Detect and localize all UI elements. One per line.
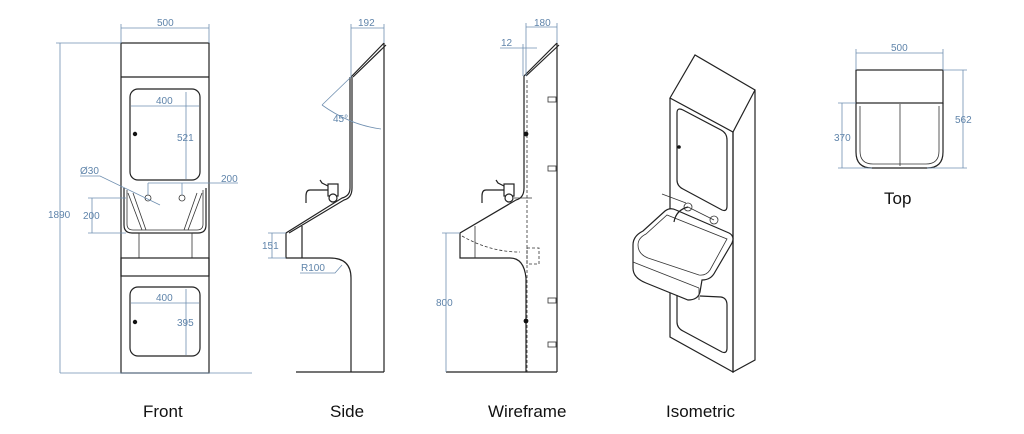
side-radius-leader xyxy=(300,264,343,274)
front-lower-door xyxy=(129,286,201,357)
side-caption: Side xyxy=(330,402,364,421)
front-view: 500 1890 400 521 Ø30 200 200 400 395 Fro… xyxy=(48,18,252,421)
front-lower-door-width-label: 400 xyxy=(156,293,173,304)
top-basin-outline xyxy=(855,103,944,169)
side-view: 192 45° 151 R100 Side xyxy=(262,18,387,421)
wire-wall-label: 12 xyxy=(501,38,513,49)
side-front-profile xyxy=(285,77,352,372)
top-hood xyxy=(855,69,944,104)
top-total-depth-label: 562 xyxy=(955,115,972,126)
wireframe-caption: Wireframe xyxy=(488,402,566,421)
wire-front-profile xyxy=(459,76,527,372)
side-tap-icon xyxy=(305,179,339,203)
top-caption: Top xyxy=(884,189,911,208)
front-lower-door-height-label: 395 xyxy=(177,318,194,329)
front-basin-inner xyxy=(126,190,204,231)
iso-hood-top xyxy=(669,54,756,133)
wire-depth-label: 180 xyxy=(534,18,551,29)
top-view: 500 370 562 Top xyxy=(834,43,972,208)
iso-lower-door xyxy=(676,295,728,354)
front-upper-door-handle xyxy=(132,131,138,137)
side-basin-front-label: 151 xyxy=(262,241,279,252)
iso-tap-icon xyxy=(661,193,719,225)
front-tap-spacing-label: 200 xyxy=(221,174,238,185)
wire-fixings xyxy=(523,96,557,348)
side-angle-label: 45° xyxy=(333,114,348,125)
front-basin-slope-right xyxy=(187,192,203,231)
front-tap-hole-right xyxy=(178,194,186,202)
wire-basin-hidden xyxy=(461,235,521,253)
wire-trap-hidden xyxy=(526,247,540,265)
wire-rim-height-label: 800 xyxy=(436,298,453,309)
front-upper-door xyxy=(129,88,201,181)
top-width-label: 500 xyxy=(891,43,908,54)
front-basin-outline xyxy=(123,188,207,234)
front-upper-door-height-label: 521 xyxy=(177,133,194,144)
iso-basin-outline xyxy=(632,208,734,301)
front-caption: Front xyxy=(143,402,183,421)
wire-hood-slope xyxy=(523,42,558,77)
iso-basin-rim xyxy=(637,214,728,276)
side-radius-label: R100 xyxy=(301,263,325,274)
front-tap-hole-label: Ø30 xyxy=(80,166,99,177)
iso-upper-door-handle xyxy=(677,145,681,149)
front-basin-depth-label: 200 xyxy=(83,211,100,222)
side-hood-slope xyxy=(350,42,385,78)
front-shelf xyxy=(120,257,210,277)
front-width-label: 500 xyxy=(157,18,174,29)
iso-column-side xyxy=(732,90,756,374)
top-basin-inner xyxy=(859,106,940,165)
side-angle-arc xyxy=(321,104,382,130)
front-upper-door-width-label: 400 xyxy=(156,96,173,107)
wireframe-view: 180 12 800 Wireframe xyxy=(436,18,566,421)
front-basin-slope-left xyxy=(127,192,143,231)
isometric-view: Isometric xyxy=(632,54,756,421)
side-depth-label: 192 xyxy=(358,18,375,29)
front-basin-skirt xyxy=(138,232,193,259)
top-basin-projection-label: 370 xyxy=(834,133,851,144)
wire-tap-icon xyxy=(481,179,532,203)
isometric-caption: Isometric xyxy=(666,402,735,421)
front-height-label: 1890 xyxy=(48,210,71,221)
front-lower-door-handle xyxy=(132,319,138,325)
iso-upper-door xyxy=(676,108,728,212)
